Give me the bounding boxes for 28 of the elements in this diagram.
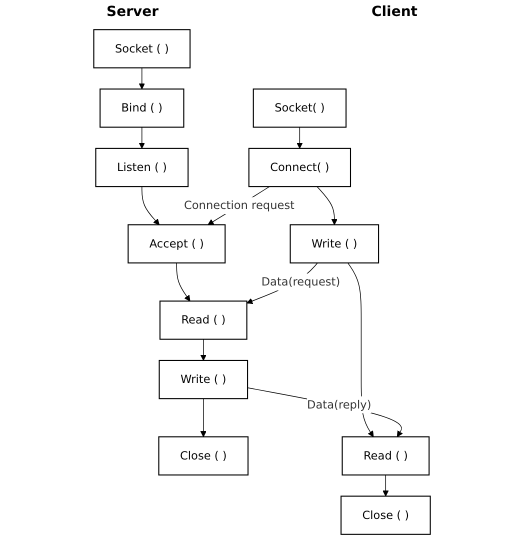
arrow — [296, 126, 303, 149]
edge-label: Data(reply) — [307, 398, 372, 412]
node-box: Listen ( ) — [95, 148, 189, 188]
edge-label: Connection request — [184, 198, 295, 212]
arrow — [347, 262, 374, 438]
arrow — [382, 474, 389, 496]
node-box: Read ( ) — [342, 436, 430, 476]
node-box: Socket ( ) — [93, 29, 191, 68]
arrow — [200, 398, 206, 438]
node-box: Read ( ) — [159, 300, 248, 340]
node-box: Connect( ) — [248, 148, 351, 188]
arrow — [200, 338, 206, 361]
node-box: Socket( ) — [252, 88, 347, 128]
node-box: Write ( ) — [290, 224, 380, 264]
node-box: Close ( ) — [158, 436, 249, 476]
arrow — [142, 186, 160, 226]
column-heading: Client — [371, 4, 418, 22]
arrow — [247, 387, 403, 438]
column-heading: Server — [106, 4, 158, 22]
arrow — [316, 186, 338, 226]
node-box: Write ( ) — [158, 360, 248, 400]
arrow — [138, 67, 145, 90]
node-box: Accept ( ) — [128, 224, 226, 264]
edge-label: Data(request) — [261, 274, 340, 288]
node-box: Bind ( ) — [100, 88, 184, 128]
node-box: Close ( ) — [340, 496, 431, 535]
arrow — [176, 262, 190, 302]
arrow — [138, 126, 145, 149]
